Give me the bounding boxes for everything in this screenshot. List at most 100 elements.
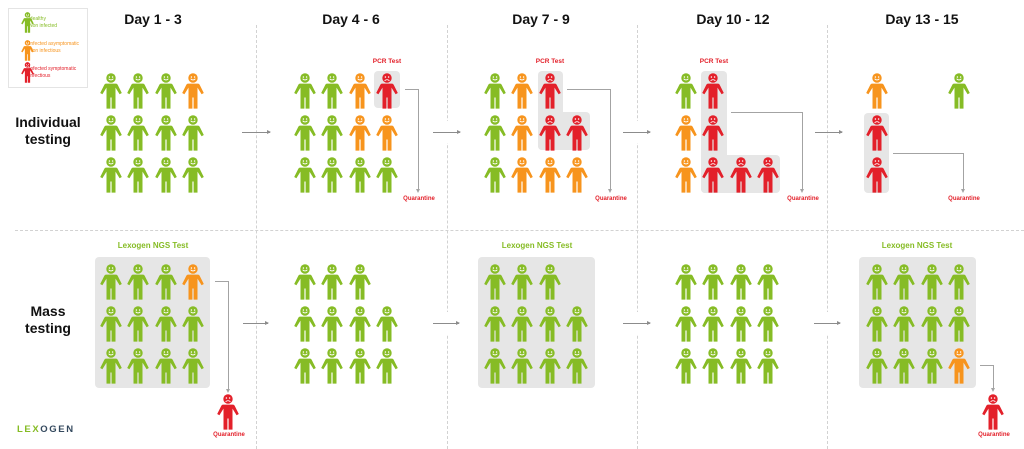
row-label-line: testing xyxy=(25,131,71,147)
mass-group-day-13-15 xyxy=(866,264,970,384)
mass-group-day-4-6 xyxy=(294,264,398,384)
quarantine-label: Quarantine xyxy=(787,196,819,202)
person-icon-healthy xyxy=(484,157,506,193)
quarantine-connector-arrow xyxy=(608,89,612,193)
person-icon-healthy xyxy=(948,264,970,300)
person-icon-healthy xyxy=(511,348,534,384)
person-icon-asymptomatic xyxy=(866,73,888,109)
person-icon-asymptomatic xyxy=(675,157,697,193)
person-icon-healthy xyxy=(321,115,344,151)
column-divider xyxy=(827,25,828,449)
row-label-individual-testing: Individual testing xyxy=(0,114,96,148)
person-icon-healthy xyxy=(484,73,506,109)
legend-label-line: Non infectious xyxy=(29,47,61,54)
person-icon-symptomatic-quarantined xyxy=(982,394,1004,430)
person-icon-symptomatic xyxy=(538,73,561,109)
person-icon-healthy xyxy=(100,73,122,109)
empty-slot xyxy=(921,73,943,109)
person-icon-healthy xyxy=(538,348,561,384)
ngs-test-label: Lexogen NGS Test xyxy=(501,241,573,250)
person-icon-healthy xyxy=(511,306,534,342)
person-icon-healthy xyxy=(182,348,204,384)
mass-group-day-10-12 xyxy=(675,264,779,384)
column-header-day-7-9: Day 7 - 9 xyxy=(512,11,570,27)
person-icon-asymptomatic xyxy=(511,115,534,151)
individual-group-day-7-9 xyxy=(484,73,588,193)
empty-slot xyxy=(730,73,752,109)
person-icon-asymptomatic xyxy=(182,264,204,300)
empty-slot xyxy=(921,157,943,193)
column-header-day-10-12: Day 10 - 12 xyxy=(696,11,770,27)
person-icon-healthy xyxy=(948,73,970,109)
person-icon-healthy xyxy=(729,264,752,300)
row-divider xyxy=(15,230,1024,231)
person-icon-healthy xyxy=(920,264,943,300)
legend-label-line: Infected asymptomatic xyxy=(29,41,80,47)
person-icon-healthy xyxy=(484,348,506,384)
column-divider xyxy=(256,25,257,449)
flow-arrow xyxy=(433,321,460,325)
quarantine-connector xyxy=(567,89,611,90)
column-header-day-1-3: Day 1 - 3 xyxy=(124,11,182,27)
person-icon-healthy xyxy=(294,115,316,151)
person-icon-healthy xyxy=(376,306,398,342)
person-icon-asymptomatic xyxy=(511,73,534,109)
empty-slot xyxy=(893,115,915,151)
person-icon-healthy xyxy=(321,157,344,193)
person-icon-healthy xyxy=(675,264,697,300)
person-icon-healthy xyxy=(100,115,122,151)
person-icon-healthy xyxy=(757,306,779,342)
person-icon-healthy xyxy=(182,115,204,151)
person-icon-symptomatic xyxy=(866,115,888,151)
legend-label-line: Healthy xyxy=(29,16,46,22)
logo-text-part: LEX xyxy=(17,424,41,435)
person-icon-healthy xyxy=(100,157,122,193)
quarantine-connector-arrow xyxy=(800,112,804,193)
person-icon-asymptomatic xyxy=(348,115,371,151)
person-icon-healthy xyxy=(893,264,916,300)
person-icon-healthy xyxy=(154,348,177,384)
person-icon-healthy xyxy=(675,73,697,109)
column-divider xyxy=(637,25,638,449)
person-icon-healthy xyxy=(348,306,371,342)
legend-label-asymptomatic: Infected asymptomatic Non infectious xyxy=(29,41,79,54)
person-icon-healthy xyxy=(893,306,916,342)
person-icon-healthy xyxy=(100,264,122,300)
person-icon-healthy xyxy=(127,73,150,109)
person-icon-healthy xyxy=(348,264,371,300)
person-icon-healthy xyxy=(511,264,534,300)
person-icon-healthy xyxy=(484,264,506,300)
mass-group-day-7-9 xyxy=(484,264,588,384)
person-icon-healthy xyxy=(893,348,916,384)
person-icon-symptomatic xyxy=(21,62,34,83)
person-icon-symptomatic xyxy=(376,73,398,109)
person-icon-symptomatic xyxy=(729,157,752,193)
person-icon-symptomatic xyxy=(566,115,588,151)
row-label-line: Individual xyxy=(15,114,81,130)
quarantine-connector-arrow xyxy=(416,89,420,193)
person-icon-healthy xyxy=(127,348,150,384)
flow-arrow xyxy=(623,321,651,325)
ngs-test-label: Lexogen NGS Test xyxy=(117,241,189,250)
person-icon-healthy xyxy=(484,115,506,151)
person-icon-healthy xyxy=(154,306,177,342)
person-icon-healthy xyxy=(294,348,316,384)
empty-slot xyxy=(566,264,588,300)
person-icon-healthy xyxy=(348,348,371,384)
pcr-test-label: PCR Test xyxy=(699,58,729,65)
person-icon-healthy xyxy=(100,306,122,342)
pcr-test-label: PCR Test xyxy=(535,58,565,65)
row-label-mass-testing: Mass testing xyxy=(0,303,96,337)
person-icon-healthy xyxy=(757,264,779,300)
person-icon-healthy xyxy=(321,73,344,109)
person-icon-asymptomatic xyxy=(348,73,371,109)
person-icon-asymptomatic xyxy=(182,73,204,109)
person-icon-healthy xyxy=(127,306,150,342)
quarantine-connector-arrow xyxy=(226,281,230,393)
person-icon-healthy xyxy=(566,348,588,384)
person-icon-healthy xyxy=(154,264,177,300)
quarantine-connector-arrow xyxy=(991,365,995,392)
person-icon-asymptomatic xyxy=(21,40,34,61)
legend-label-healthy: Healthy Non infected xyxy=(29,16,57,29)
quarantine-connector xyxy=(893,153,964,154)
